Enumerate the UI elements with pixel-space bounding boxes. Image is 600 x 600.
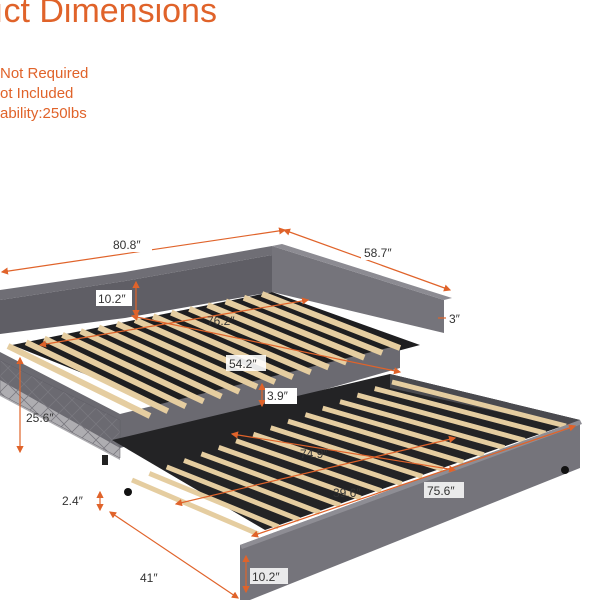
spec-list: Not Required ot Included ability:250lbs	[0, 64, 88, 124]
label-trundle-inner-width: 39.6″	[333, 486, 361, 500]
label-overall-height: 25.6″	[26, 411, 54, 425]
label-trundle-clearance: 2.4″	[62, 494, 84, 508]
label-side-gap: 3.9″	[267, 389, 289, 403]
dim-line-inner-width	[130, 313, 402, 375]
label-trundle-depth: 41″	[140, 571, 158, 585]
slat	[24, 339, 170, 414]
page-title: ıct Dimensions	[0, 0, 217, 30]
slat	[391, 379, 567, 429]
label-trundle-height: 10.2″	[252, 570, 280, 584]
label-total-length: 80.8″	[113, 238, 141, 252]
dim-line-trundle-outer-length	[250, 424, 577, 538]
label-armrest-thickness: 3″	[449, 312, 461, 326]
trundle-wheel-right	[561, 466, 569, 474]
slat	[42, 335, 188, 409]
trundle-wheel-left	[124, 488, 132, 496]
label-inner-length: 76.2″	[207, 314, 235, 328]
spec-capacity: ability:250lbs	[0, 105, 87, 122]
slat	[6, 343, 152, 419]
label-total-depth: 58.7″	[364, 246, 392, 260]
dimension-labels: 80.8″ 58.7″ 10.2″ 76.2″ 54.2″ 3″ 3.9″ 25…	[26, 236, 470, 585]
left-leg	[102, 455, 108, 465]
label-backrest-height: 10.2″	[98, 292, 126, 306]
spec-assembly: Not Required	[0, 65, 89, 82]
spec-mattress: ot Included	[0, 85, 74, 102]
label-inner-width: 54.2″	[229, 357, 257, 371]
dim-line-trundle-depth	[109, 511, 239, 599]
left-panel-base	[0, 360, 120, 460]
label-trundle-outer-length: 75.6″	[427, 484, 455, 498]
label-trundle-inner-length: 74.9″	[300, 447, 328, 461]
